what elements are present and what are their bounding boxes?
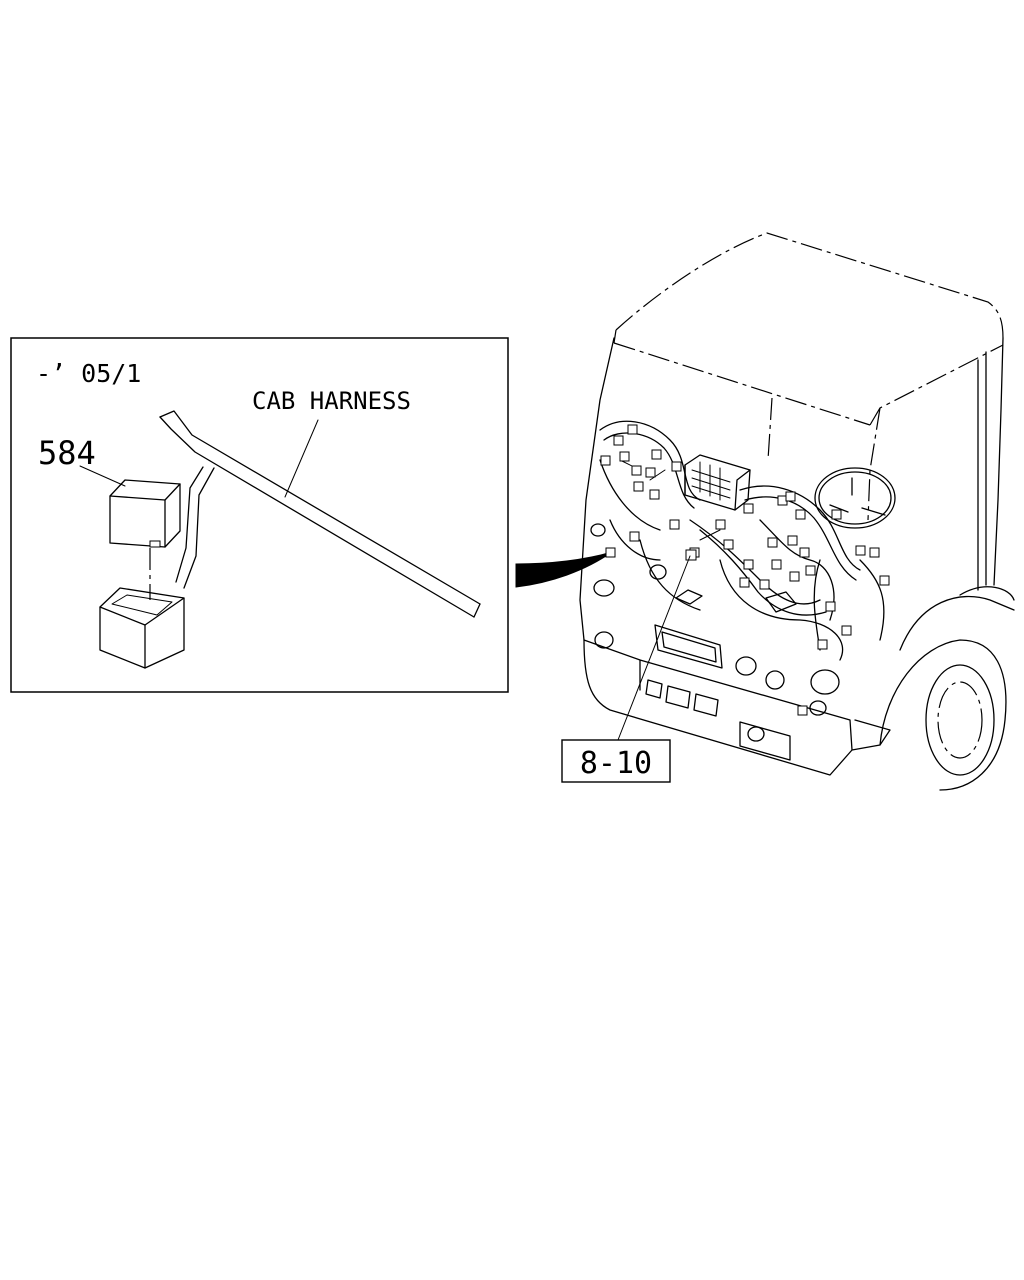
front-bumper <box>583 639 853 776</box>
cab-front-edge <box>579 337 615 641</box>
inset-detail: -’ 05/1 CAB HARNESS 584 <box>10 337 509 693</box>
inset-frame <box>10 337 509 693</box>
cab-harness-cable <box>159 410 481 618</box>
cab-roof-outline <box>615 232 1004 339</box>
reference-leader-line <box>617 555 691 741</box>
part-number-label: 584 <box>38 434 96 472</box>
harness-leader-line <box>284 419 319 498</box>
steering-wheel <box>814 467 896 529</box>
relay-584 <box>109 479 181 548</box>
front-grille <box>645 624 791 761</box>
wiring-harness <box>599 420 885 661</box>
relay-socket <box>99 587 185 669</box>
part-leader-line <box>79 465 126 487</box>
fuse-box <box>684 454 751 511</box>
harness-label: CAB HARNESS <box>252 387 411 415</box>
truck-cab-illustration <box>579 232 1015 791</box>
front-fender <box>959 586 1015 601</box>
front-wheel <box>879 639 1007 791</box>
connectors <box>600 424 890 716</box>
reference-callout: 8-10 <box>561 739 671 783</box>
reference-box <box>561 739 671 783</box>
lamps <box>590 523 840 742</box>
reference-label: 8-10 <box>580 746 652 781</box>
date-code-label: -’ 05/1 <box>36 359 141 388</box>
